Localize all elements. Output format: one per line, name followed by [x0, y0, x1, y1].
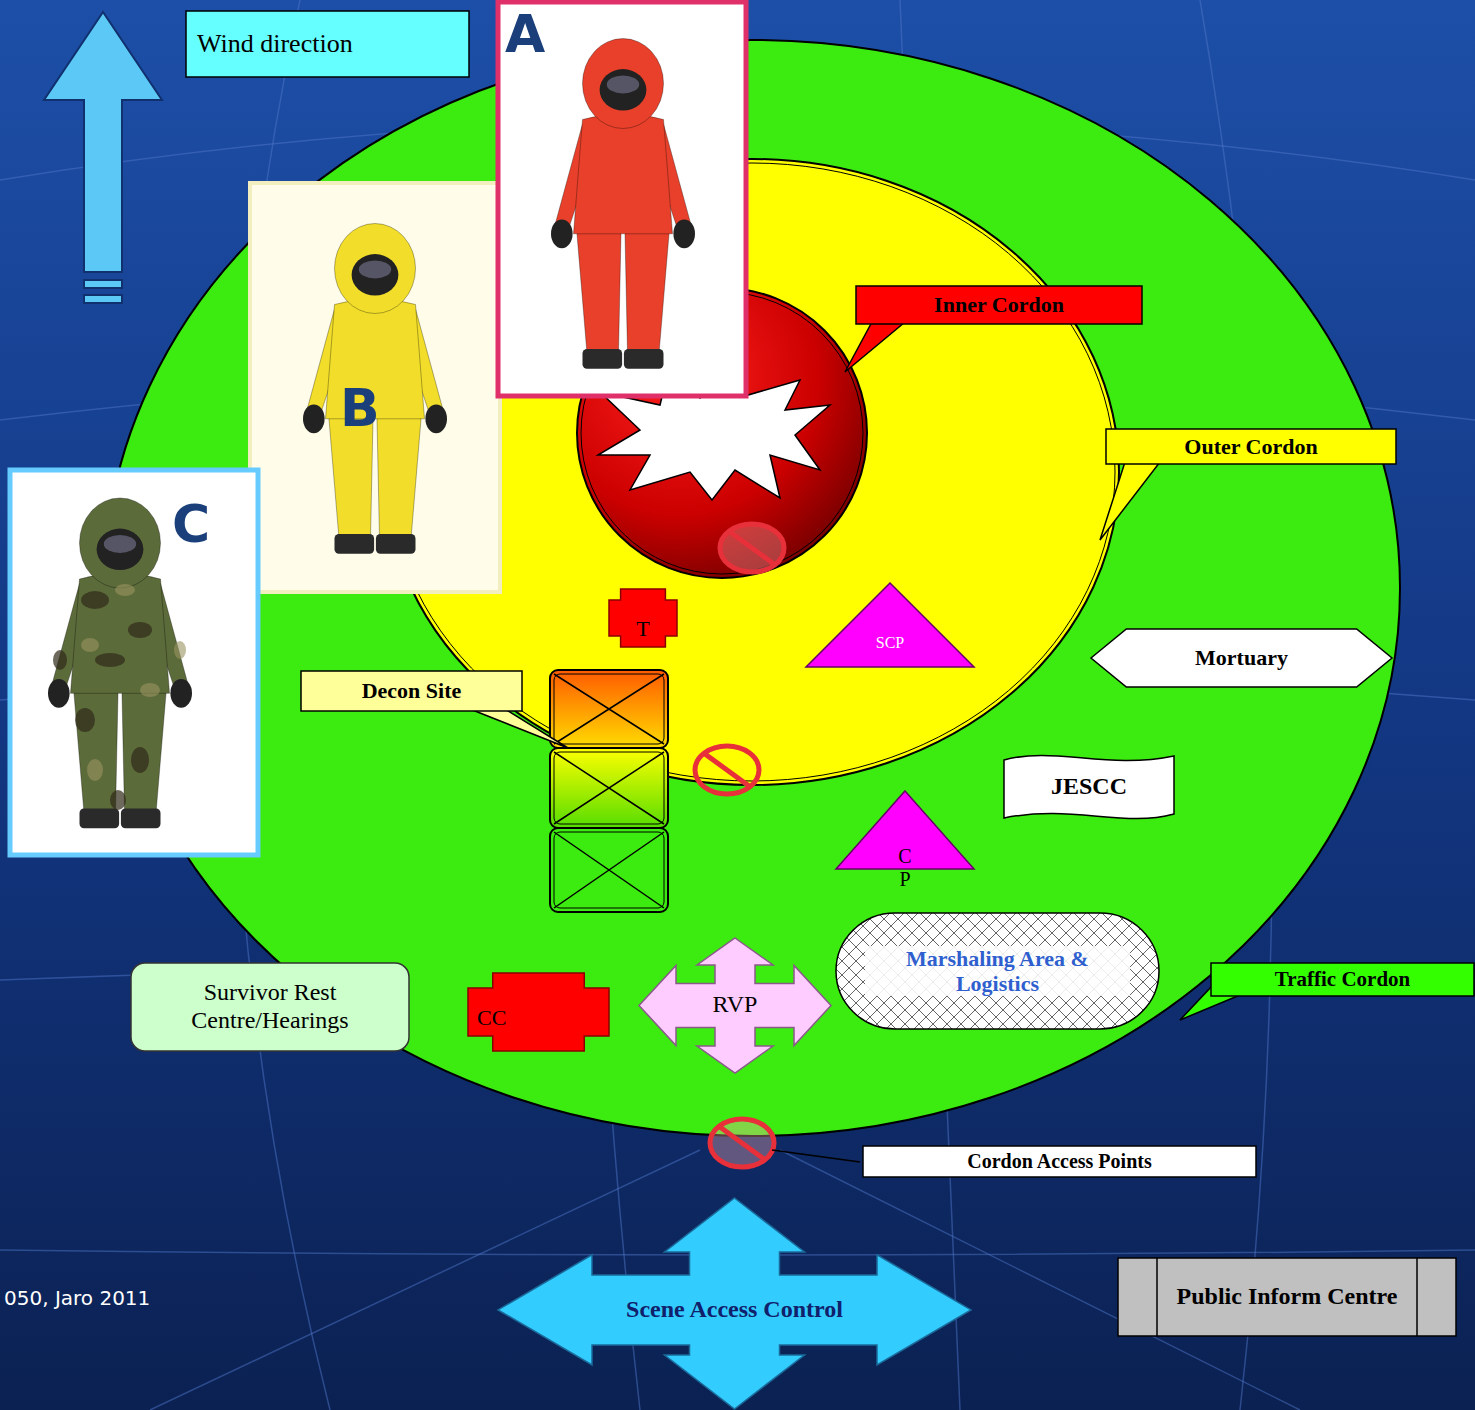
text-stack: SCP: [876, 634, 904, 652]
mortuary-hexagon: Mortuary: [1090, 628, 1393, 688]
node-text: Mortuary: [1195, 645, 1288, 670]
scp-triangle: SCP: [805, 582, 975, 668]
access-points-callout: Cordon Access Points: [862, 1145, 1257, 1178]
node-text: C P: [892, 845, 918, 891]
node-outline: [805, 582, 975, 668]
text-area: C P: [892, 844, 918, 892]
node-text: Scene Access Control: [626, 1296, 843, 1324]
text-stack: C P: [892, 845, 918, 891]
photo-letter: A: [505, 6, 545, 63]
text-area: SCP: [845, 624, 935, 662]
text-area: Traffic Cordon: [1214, 964, 1471, 995]
text-stack: Outer Cordon: [1184, 434, 1317, 459]
text-stack: Cordon Access Points: [967, 1150, 1151, 1173]
text-stack: Wind direction: [197, 29, 353, 59]
text-area: Outer Cordon: [1109, 430, 1393, 463]
text-stack: Mortuary: [1195, 645, 1288, 670]
node-text: Marshaling Area & Logistics: [865, 946, 1130, 997]
node-text: Outer Cordon: [1184, 434, 1317, 459]
text-area: CC: [477, 1002, 537, 1034]
text-stack: Scene Access Control: [626, 1296, 843, 1324]
text-area: RVP: [688, 985, 782, 1025]
suit-photo-a: [498, 2, 746, 396]
wind-arrow: [44, 12, 162, 303]
text-stack: CC: [477, 1005, 506, 1030]
node-text: T: [636, 616, 649, 641]
text-area: Wind direction: [197, 14, 460, 74]
photo-letter: C: [172, 496, 210, 553]
scene-access-arrow: Scene Access Control: [497, 1197, 972, 1410]
node-text: JESCC: [1051, 773, 1127, 801]
rvp-arrow: RVP: [638, 937, 832, 1074]
casualty-cross: CC: [467, 972, 610, 1052]
node-text: Survivor Rest Centre/Hearings: [150, 979, 390, 1034]
wind-label-box: Wind direction: [185, 10, 470, 78]
suit-photo-c: [10, 470, 258, 855]
text-stack: JESCC: [1051, 773, 1127, 801]
text-area: T: [618, 614, 668, 644]
source-note: 050, Jaro 2011: [4, 1287, 150, 1309]
outer-cordon-callout: Outer Cordon: [1105, 428, 1397, 465]
cp-triangle: C P: [835, 790, 975, 895]
survivor-rest-box: Survivor Rest Centre/Hearings: [130, 962, 410, 1052]
node-text: Cordon Access Points: [967, 1150, 1151, 1173]
suit-photo-b: [250, 183, 500, 592]
text-area: Decon Site: [304, 672, 519, 710]
photo-letter: B: [340, 380, 380, 437]
text-stack: Survivor Rest Centre/Hearings: [150, 979, 390, 1034]
marshaling-area: Marshaling Area & Logistics: [835, 912, 1160, 1030]
text-area: Inner Cordon: [859, 287, 1139, 323]
text-area: Marshaling Area & Logistics: [865, 932, 1130, 1010]
node-text: Inner Cordon: [934, 292, 1064, 317]
node-text: Public Inform Centre: [1177, 1283, 1398, 1311]
text-stack: T: [636, 616, 649, 641]
traffic-cordon-zone: [104, 40, 1400, 1136]
text-stack: Public Inform Centre: [1177, 1283, 1398, 1311]
node-text: Wind direction: [197, 29, 353, 59]
text-area: Public Inform Centre: [1162, 1261, 1412, 1333]
text-stack: Marshaling Area & Logistics: [865, 946, 1130, 997]
public-inform-box: Public Inform Centre: [1117, 1257, 1457, 1337]
inner-cordon-callout: Inner Cordon: [855, 285, 1143, 325]
decon-callout: Decon Site: [300, 670, 523, 712]
text-stack: Decon Site: [362, 678, 462, 703]
text-area: Survivor Rest Centre/Hearings: [150, 970, 390, 1044]
decon-lanes: [550, 670, 668, 912]
traffic-cordon-callout: Traffic Cordon: [1210, 962, 1475, 997]
triage-cross: T: [608, 588, 678, 648]
text-area: Cordon Access Points: [866, 1147, 1253, 1176]
text-stack: RVP: [713, 991, 758, 1019]
text-stack: Inner Cordon: [934, 292, 1064, 317]
node-text: CC: [477, 1005, 506, 1030]
jescc-document: JESCC: [1003, 752, 1175, 822]
text-area: Scene Access Control: [557, 1290, 912, 1330]
node-text: SCP: [876, 634, 904, 652]
text-area: JESCC: [1011, 764, 1167, 810]
node-text: RVP: [713, 991, 758, 1019]
node-text: Traffic Cordon: [1275, 967, 1411, 991]
text-stack: Traffic Cordon: [1275, 967, 1411, 991]
node-text: Decon Site: [362, 678, 462, 703]
text-area: Mortuary: [1130, 636, 1353, 680]
